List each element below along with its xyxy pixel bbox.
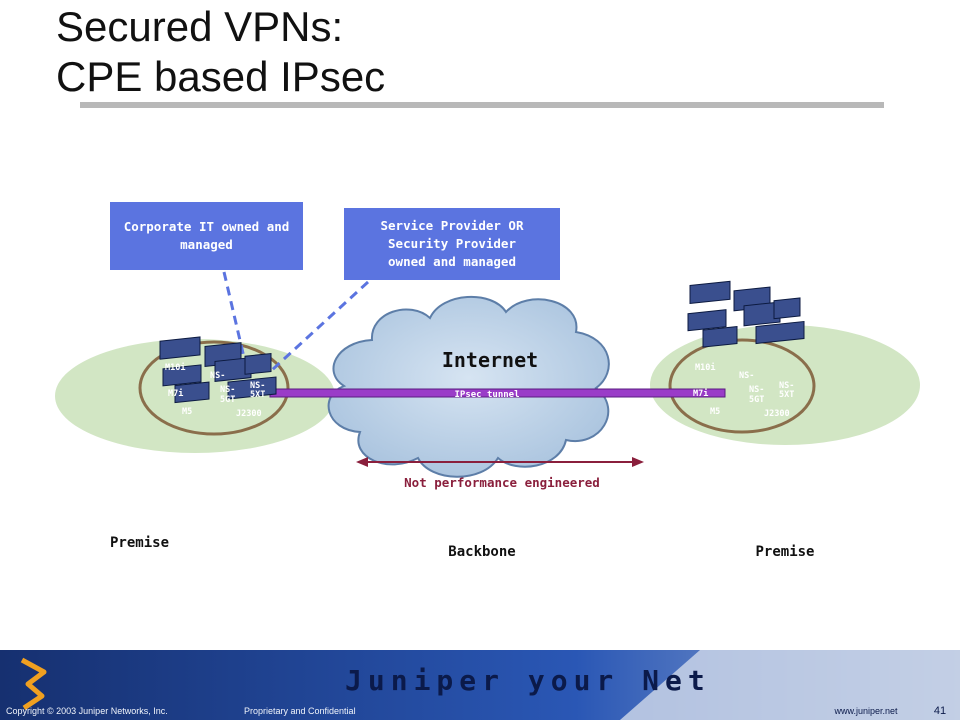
provider-callout: Service Provider OR Security Provider ow…: [344, 208, 560, 280]
tunnel-label: IPsec tunnel: [454, 390, 519, 400]
footer-copyright: Copyright © 2003 Juniper Networks, Inc.: [6, 706, 168, 716]
right-router-label-5xt: 5XT: [779, 390, 794, 400]
left-router-label-5xt: 5XT: [250, 390, 265, 400]
right-router-label-m10i: M10i: [695, 362, 715, 373]
left-router-label-ns1: NS-: [210, 371, 225, 381]
range-label: Not performance engineered: [404, 475, 600, 490]
range-arrow: [356, 457, 644, 467]
right-router-label-j2300: J2300: [764, 409, 790, 419]
right-router-label-m7i: M7i: [693, 388, 708, 399]
internet-label: Internet: [442, 348, 538, 372]
corporate-callout-line-2: managed: [180, 237, 233, 252]
provider-callout-line-3: owned and managed: [388, 254, 516, 269]
right-router-label-ns3: NS-: [779, 381, 794, 391]
left-router-label-m10i: M10i: [165, 362, 185, 373]
page-number: 41: [934, 705, 946, 717]
footer-brand: Juniper your Net: [345, 664, 711, 697]
right-premise-zone: [650, 325, 920, 445]
provider-callout-line-1: Service Provider OR: [380, 218, 524, 233]
footer-url: www.juniper.net: [833, 706, 898, 716]
right-premise-label: Premise: [755, 544, 814, 560]
left-router-label-ns3: NS-: [250, 381, 265, 391]
left-router-cluster: [159, 336, 277, 404]
backbone-label: Backbone: [448, 544, 515, 560]
left-router-ring: [138, 340, 290, 436]
footer-banner: Juniper your Net: [0, 650, 960, 720]
right-router-label-ns2: NS-: [749, 385, 764, 395]
left-premise-label: Premise: [110, 535, 169, 551]
corporate-connector: [222, 271, 248, 367]
left-router-label-ns2: NS-: [220, 385, 235, 395]
left-router-label-5gt: 5GT: [220, 395, 235, 405]
right-router-label-5gt: 5GT: [749, 395, 764, 405]
juniper-logo-mark: [20, 657, 47, 711]
provider-connector: [270, 280, 370, 372]
right-router-ring: [668, 338, 816, 434]
provider-callout-line-2: Security Provider: [388, 236, 516, 251]
right-router-label-m5: M5: [710, 407, 720, 417]
internet-cloud: [327, 295, 610, 478]
right-router-label-ns1: NS-: [739, 371, 754, 381]
corporate-callout-line-1: Corporate IT owned and: [123, 219, 290, 234]
slide-title: Secured VPNs: CPE based IPsec: [56, 2, 385, 102]
right-router-cluster: [687, 280, 805, 348]
title-underline: [80, 102, 884, 108]
title-line-2: CPE based IPsec: [56, 53, 386, 100]
left-router-label-m5: M5: [182, 407, 192, 417]
footer-confidential: Proprietary and Confidential: [244, 706, 356, 716]
left-router-label-j2300: J2300: [236, 409, 262, 419]
left-router-label-m7i: M7i: [168, 388, 183, 399]
title-line-1: Secured VPNs:: [56, 3, 344, 50]
corporate-callout: Corporate IT owned and managed: [110, 202, 303, 270]
